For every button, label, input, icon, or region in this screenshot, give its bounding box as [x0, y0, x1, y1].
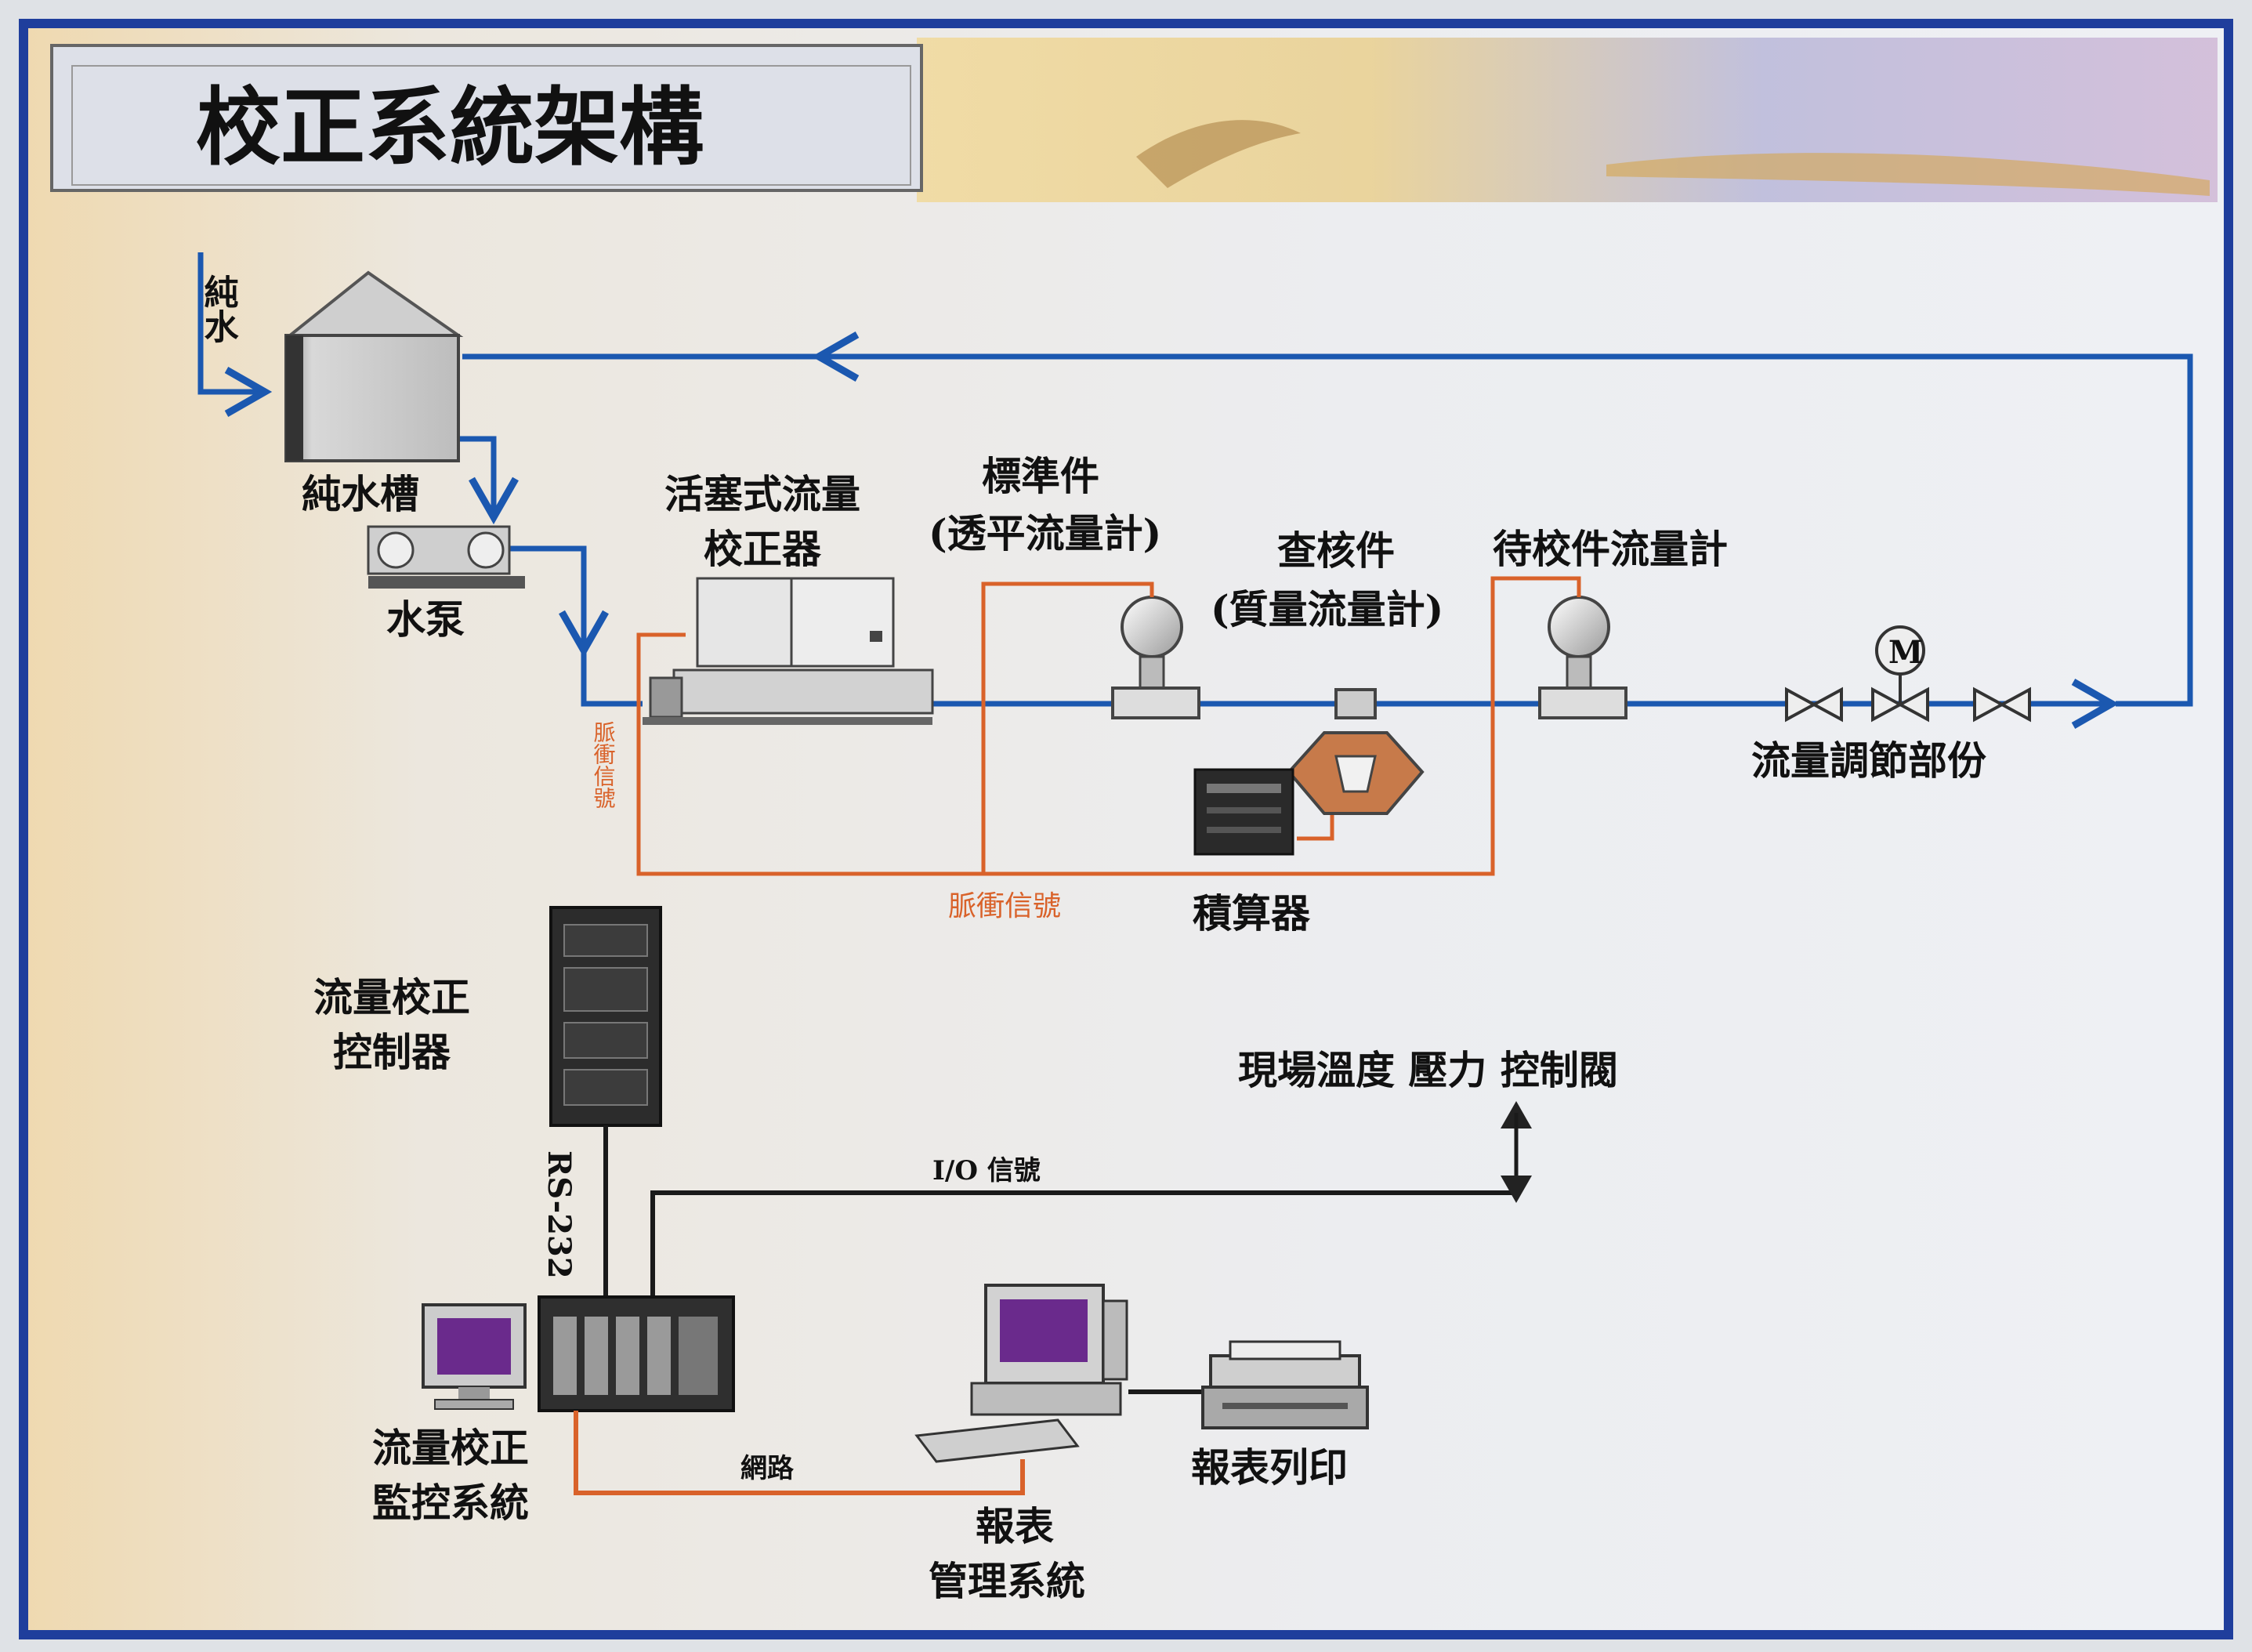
piston-calibrator-icon: [643, 577, 934, 725]
banner-streak-decoration: [1606, 153, 2210, 196]
field-io-label: 現場溫度 壓力 控制閥: [1238, 1047, 1618, 1093]
banner-fish-decoration: [1136, 120, 1301, 188]
pure-water-tank-icon: [284, 270, 464, 462]
plc-rack-icon: [538, 1295, 735, 1412]
water-pump-icon: [367, 525, 525, 589]
totalizer-icon: [1193, 768, 1294, 856]
pure-water-label: 純水: [198, 274, 239, 343]
network-label: 網路: [740, 1453, 795, 1484]
tank-to-pump-pipe: [451, 436, 519, 525]
totalizer-label: 積算器: [1193, 890, 1311, 936]
tank-label: 純水槽: [302, 471, 419, 517]
monitor-system-label-2: 監控系統: [372, 1480, 529, 1526]
printer-icon: [1201, 1340, 1369, 1429]
rs232-label: RS-232: [541, 1150, 577, 1279]
pulse-signal-vertical-label: 脈衝信號: [591, 721, 617, 809]
standard-meter-label-2: (透平流量計): [929, 510, 1161, 556]
report-mgmt-label-1: 報表: [976, 1503, 1054, 1549]
motor-label: M: [1888, 634, 1923, 671]
diagram-title: 校正系統架構: [196, 78, 704, 177]
flow-regulation-valves: M: [1785, 625, 2031, 723]
turbine-flowmeter-icon: [1111, 596, 1200, 719]
flow-regulation-label: 流量調節部份: [1751, 737, 1986, 784]
network-line: [574, 1411, 1025, 1495]
report-print-label: 報表列印: [1191, 1444, 1348, 1491]
uut-flowmeter-icon: [1538, 596, 1627, 719]
control-connections: [603, 1101, 1532, 1394]
return-pipe: [462, 353, 2193, 707]
pulse-signal-lines: [636, 576, 1581, 876]
pump-label: 水泵: [386, 596, 465, 643]
piston-calibrator-label-1: 活塞式流量: [664, 471, 860, 517]
report-pc-icon: [914, 1284, 1128, 1463]
controller-rack-icon: [549, 906, 662, 1127]
uut-meter-label: 待校件流量計: [1493, 526, 1728, 572]
title-box: 校正系統架構: [50, 44, 923, 192]
pure-water-text: 純水: [198, 274, 239, 343]
pure-water-inlet-pipe: [197, 252, 273, 417]
monitor-pc-icon: [422, 1303, 527, 1410]
controller-label-2: 控制器: [333, 1029, 451, 1075]
motor-actuator-icon: [1875, 625, 1925, 676]
monitor-system-label-1: 流量校正: [372, 1425, 529, 1471]
check-meter-label-1: 查核件: [1277, 527, 1395, 574]
check-meter-label-2: (質量流量計): [1211, 586, 1443, 632]
io-signal-label: I/O 信號: [932, 1155, 1041, 1186]
io-signal-line: [650, 1190, 1516, 1297]
piston-calibrator-label-2: 校正器: [704, 526, 822, 572]
pulse-signal-label: 脈衝信號: [948, 890, 1061, 922]
report-mgmt-label-2: 管理系統: [929, 1558, 1085, 1604]
standard-meter-label-1: 標準件: [982, 453, 1099, 499]
controller-label-1: 流量校正: [313, 974, 470, 1020]
figure-frame: [19, 19, 2233, 1639]
